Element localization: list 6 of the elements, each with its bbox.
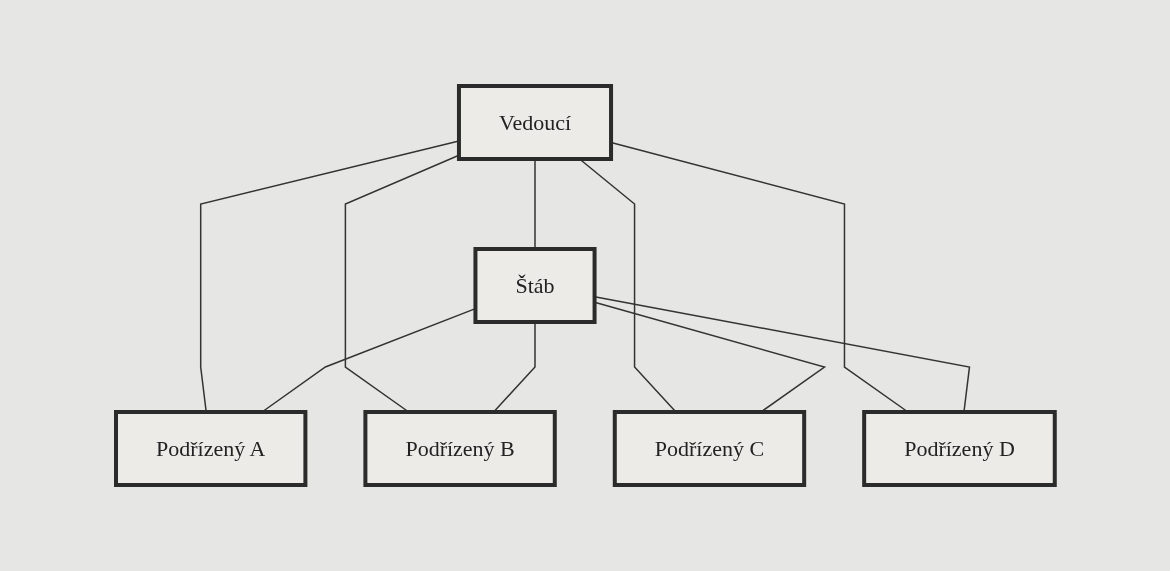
node-box: Podřízený A: [113, 410, 307, 487]
node-box: Podřízený C: [612, 410, 806, 487]
node-box: Vedoucí: [456, 84, 613, 161]
node-box: Podřízený B: [363, 410, 557, 487]
node-box: Štáb: [473, 247, 597, 324]
node-box: Podřízený D: [861, 410, 1057, 487]
